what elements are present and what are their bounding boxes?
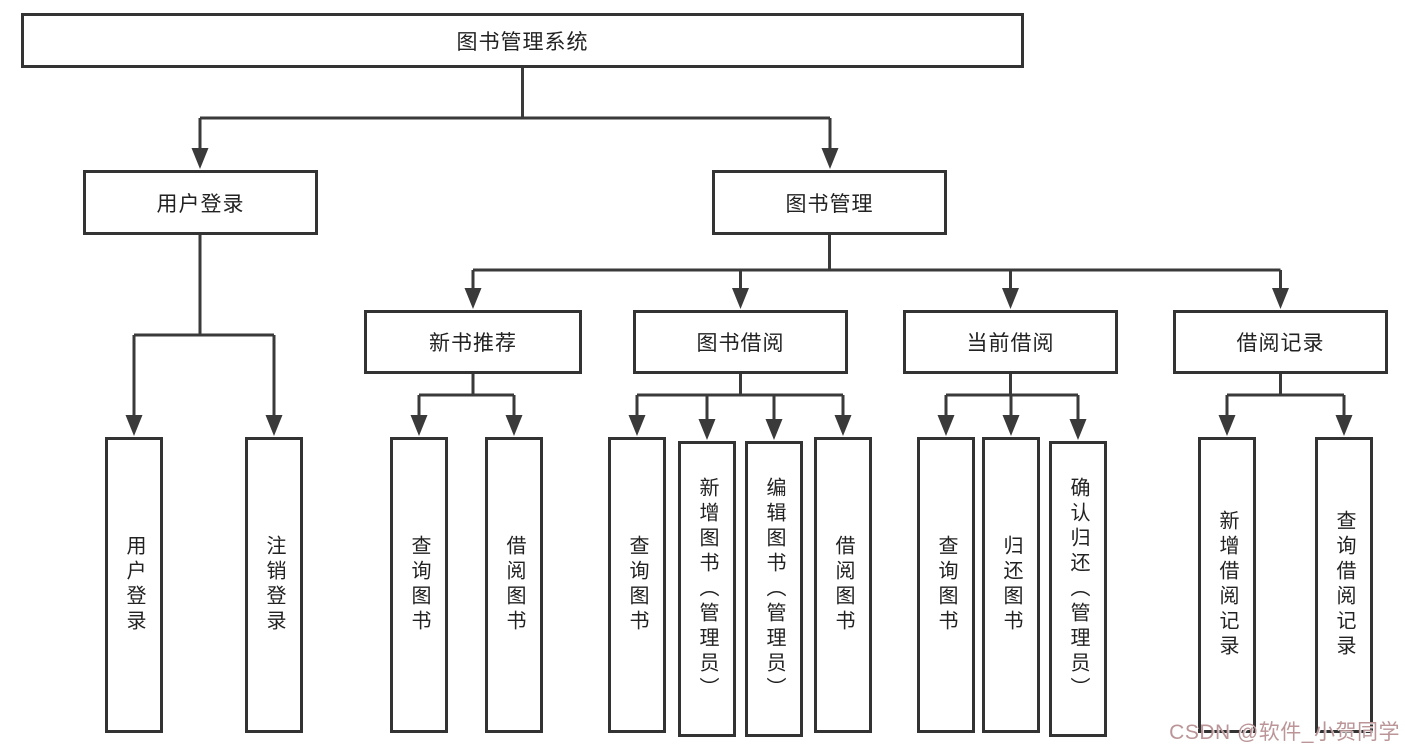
node-new-book-recommend-label: 新书推荐 [429, 332, 517, 355]
leaf-confirm-return-admin-label: 确认归还（管理员） [1067, 476, 1089, 702]
leaf-return-book: 归还图书 [982, 437, 1040, 733]
leaf-query-book-borrow-label: 查询图书 [626, 535, 648, 635]
leaf-confirm-return-admin: 确认归还（管理员） [1049, 441, 1107, 737]
leaf-borrow-book-label: 借阅图书 [832, 535, 854, 635]
csdn-watermark: CSDN @软件_小贺同学 [1169, 721, 1400, 744]
leaf-add-borrow-record-label: 新增借阅记录 [1216, 510, 1238, 660]
leaf-edit-book-admin-label: 编辑图书（管理员） [763, 476, 785, 702]
leaf-borrow-book-recommend-label: 借阅图书 [503, 535, 525, 635]
leaf-user-login-label: 用户登录 [123, 535, 145, 635]
leaf-user-login: 用户登录 [105, 437, 163, 733]
leaf-add-book-admin-label: 新增图书（管理员） [696, 476, 718, 702]
node-current-borrow: 当前借阅 [903, 310, 1118, 374]
leaf-add-book-admin: 新增图书（管理员） [678, 441, 736, 737]
leaf-query-borrow-record: 查询借阅记录 [1315, 437, 1373, 733]
node-root: 图书管理系统 [21, 13, 1024, 68]
node-book-management: 图书管理 [712, 170, 947, 235]
arrowheads [125, 148, 1353, 440]
tree-connector-path [132, 68, 1346, 421]
leaf-query-book-current: 查询图书 [917, 437, 975, 733]
node-user-login-label: 用户登录 [156, 192, 245, 216]
leaf-query-book-recommend-label: 查询图书 [408, 535, 430, 635]
node-new-book-recommend: 新书推荐 [364, 310, 582, 374]
leaf-return-book-label: 归还图书 [1000, 535, 1022, 635]
leaf-logout-label: 注销登录 [263, 535, 285, 635]
leaf-query-book-borrow: 查询图书 [608, 437, 666, 733]
node-current-borrow-label: 当前借阅 [966, 332, 1055, 355]
node-book-borrow: 图书借阅 [633, 310, 848, 374]
leaf-logout: 注销登录 [245, 437, 303, 733]
node-user-login: 用户登录 [83, 170, 318, 235]
node-book-borrow-label: 图书借阅 [696, 332, 785, 355]
leaf-edit-book-admin: 编辑图书（管理员） [745, 441, 803, 737]
node-borrow-records: 借阅记录 [1173, 310, 1388, 374]
node-book-management-label: 图书管理 [785, 192, 874, 216]
leaf-query-borrow-record-label: 查询借阅记录 [1333, 510, 1355, 660]
leaf-borrow-book: 借阅图书 [814, 437, 872, 733]
leaf-add-borrow-record: 新增借阅记录 [1198, 437, 1256, 733]
leaf-query-book-recommend: 查询图书 [390, 437, 448, 733]
node-root-label: 图书管理系统 [456, 30, 589, 54]
leaf-query-book-current-label: 查询图书 [935, 535, 957, 635]
node-borrow-records-label: 借阅记录 [1236, 332, 1325, 355]
leaf-borrow-book-recommend: 借阅图书 [485, 437, 543, 733]
